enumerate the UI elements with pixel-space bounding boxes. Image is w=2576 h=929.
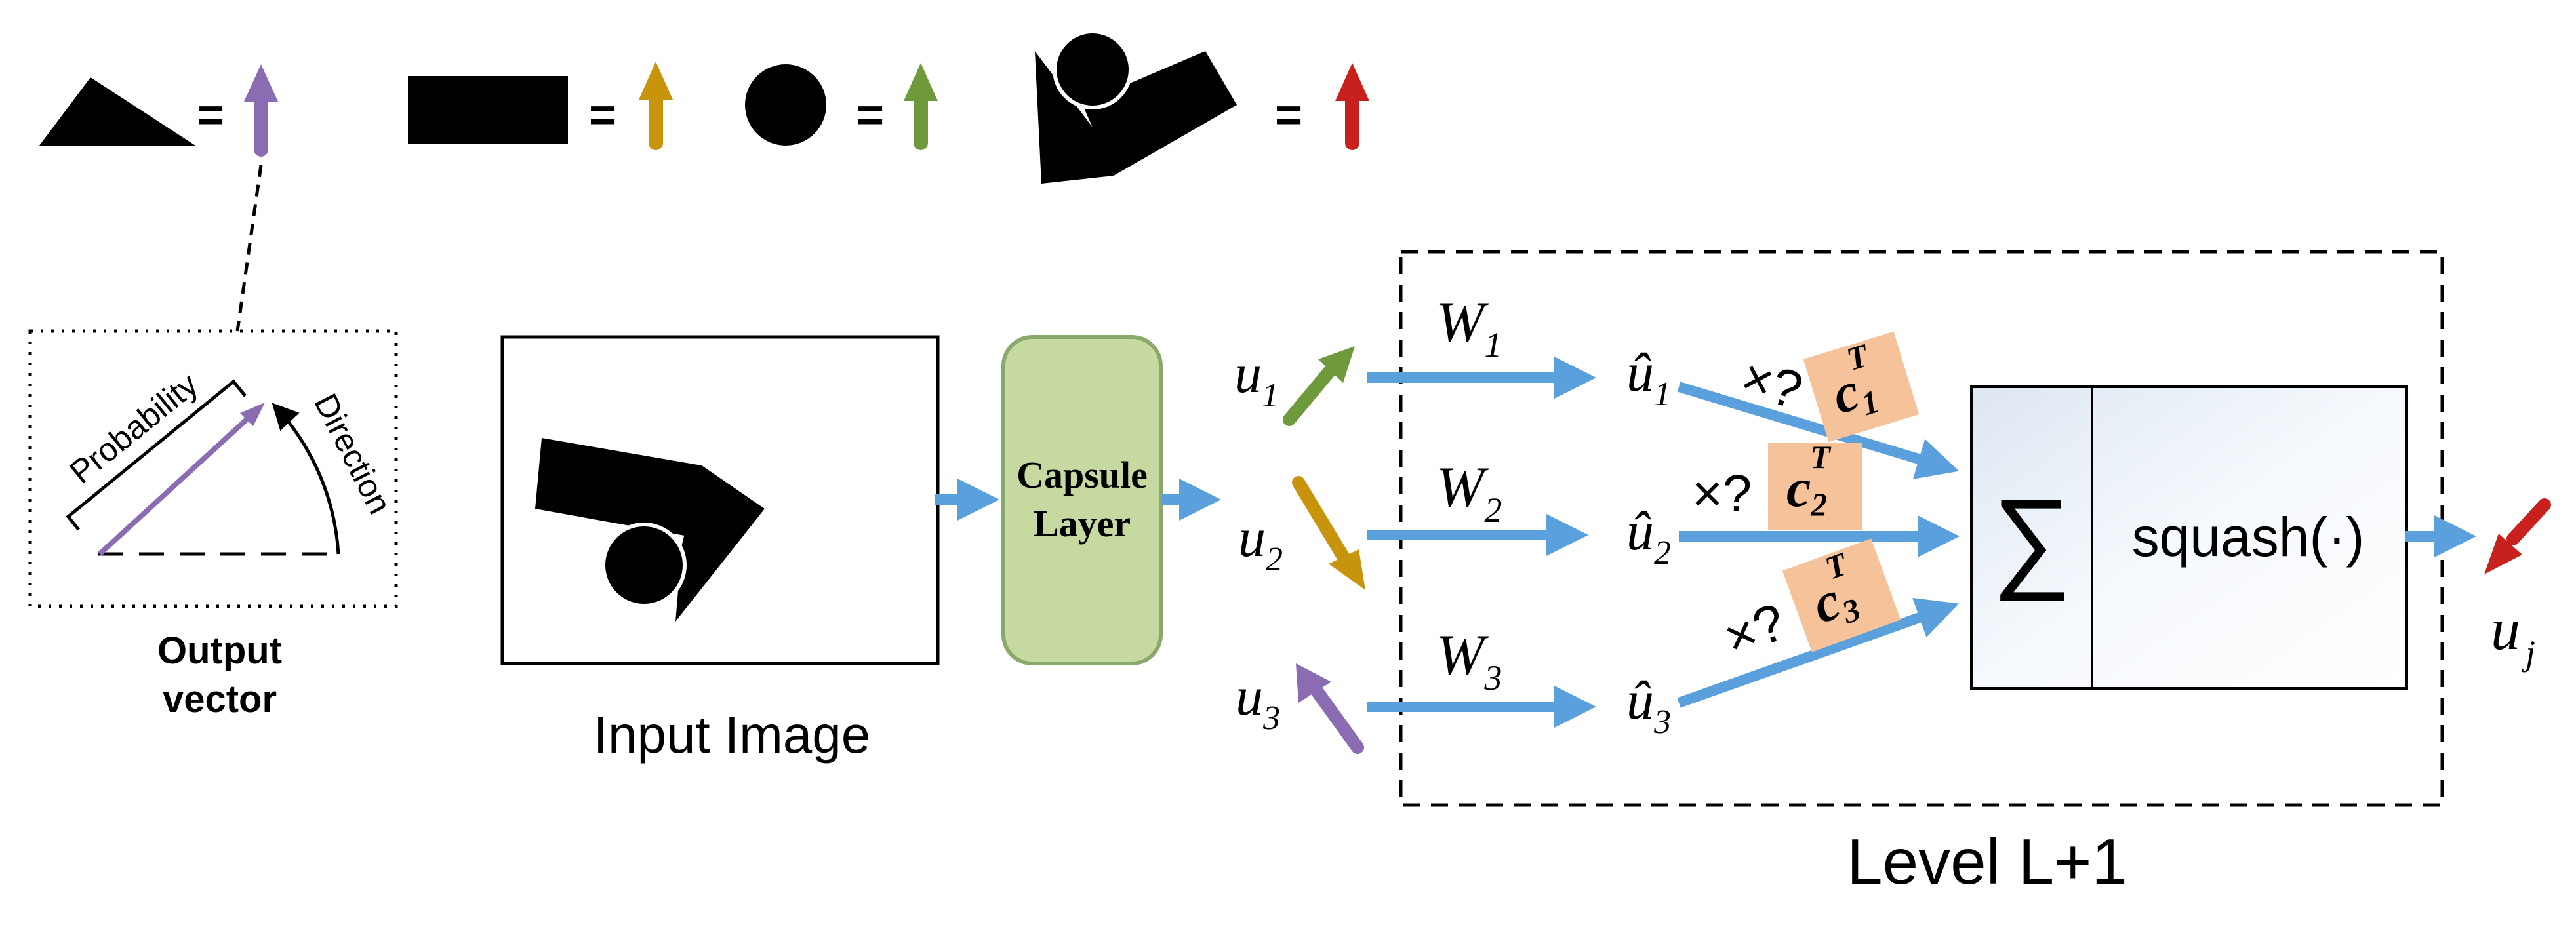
capsule-layer-label: Layer (1034, 502, 1131, 545)
legend-green-arrowhead-icon (904, 63, 938, 101)
capsule-layer-block: Capsule Layer (1001, 335, 1163, 665)
legend-circle-shape (745, 64, 826, 146)
input-vectors: u1 u2 u3 (1234, 344, 1365, 754)
capsule-layer-label: Capsule (1016, 454, 1148, 496)
legend-equals: = (1275, 89, 1302, 142)
probability-bracket (66, 379, 247, 531)
legend-equals: = (856, 89, 884, 142)
direction-arc-icon (272, 403, 340, 555)
legend-rectangle-shape (408, 76, 568, 144)
legend-purple-arrowhead-icon (244, 64, 278, 102)
output-vector-caption: vector (163, 678, 277, 721)
flow-arrow (1677, 382, 1960, 479)
legend-equals: = (589, 89, 616, 142)
output-vector-caption: Output (157, 629, 282, 672)
legend-composite-shape (1035, 30, 1237, 184)
sum-squash-block: ∑ squash(·) (1970, 385, 2408, 690)
coefficient-c3-badge: c3T (1782, 538, 1901, 652)
output-vector-panel: Probability Direction Output vector (28, 329, 399, 721)
level-label: Level L+1 (1847, 825, 2127, 898)
u3-label: u3 (1236, 666, 1280, 737)
u-hat-2-label: û2 (1626, 501, 1671, 572)
output-red-arrow-icon (2506, 498, 2551, 545)
u1-label: u1 (1234, 344, 1279, 414)
coefficient-c2-badge: c2T (1768, 439, 1862, 530)
legend-red-arrowhead-icon (1335, 63, 1369, 101)
u2-label: u2 (1238, 507, 1283, 578)
svg-text:c2T: c2T (1786, 439, 1832, 523)
input-image-composite-shape (535, 438, 765, 622)
legend-triangle-shape (39, 77, 195, 146)
u3-arrow-icon (1310, 684, 1364, 754)
u2-arrow-icon (1292, 476, 1351, 565)
direction-label: Direction (307, 388, 398, 520)
w1-label: W1 (1436, 290, 1502, 365)
legend-gold-arrowhead-icon (639, 62, 673, 100)
weight-transforms: W1 W2 W3 (1367, 290, 1596, 728)
u1-arrow-icon (1283, 358, 1342, 426)
squash-label: squash(·) (2132, 506, 2365, 568)
u-hat-3-label: û3 (1626, 670, 1671, 741)
times-unknown-label: ×? (1692, 464, 1752, 523)
u-hat-1-label: û1 (1626, 342, 1671, 413)
legend: = = = = (39, 30, 1369, 184)
flow-arrow (1677, 597, 1960, 708)
probability-label: Probability (63, 366, 205, 490)
input-image: Input Image (500, 335, 940, 764)
sum-symbol: ∑ (1992, 477, 2071, 601)
input-image-caption: Input Image (594, 705, 871, 764)
times-unknown-label: ×? (1716, 592, 1792, 667)
output-vector-arrow-icon (98, 416, 250, 556)
coupling-coefficients: ×? c1T ×? c2T ×? c3T (1692, 331, 1920, 667)
coefficient-c1-badge: c1T (1803, 331, 1920, 443)
w2-label: W2 (1436, 456, 1502, 530)
legend-to-vector-connector (235, 165, 263, 332)
legend-equals: = (197, 89, 224, 142)
predictions: û1 û2 û3 (1626, 342, 1960, 741)
w3-label: W3 (1436, 623, 1502, 698)
